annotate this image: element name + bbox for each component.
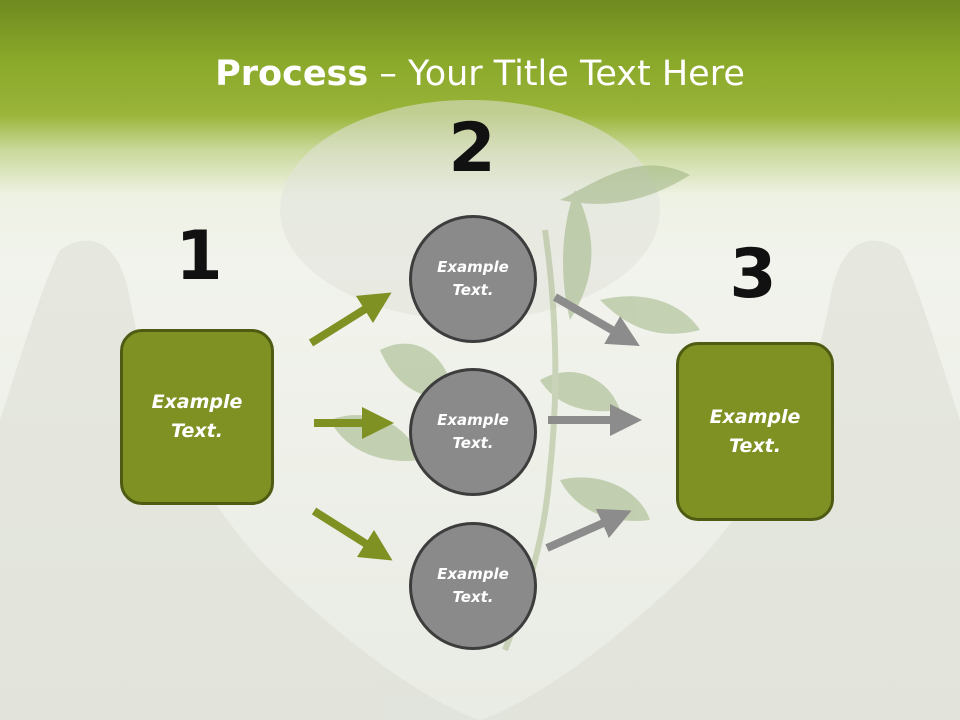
arrow-right-down-green (311, 507, 393, 561)
arrow-right-down-gray (552, 293, 640, 347)
step-2-circle-bottom: Example Text. (409, 522, 537, 650)
step-number-1: 1 (175, 217, 223, 296)
slide-title: Process – Your Title Text Here (0, 52, 960, 96)
step-2-circle-middle: Example Text. (409, 368, 537, 496)
title-rest-part: – Your Title Text Here (368, 54, 745, 94)
step-3-box: Example Text. (676, 342, 834, 521)
arrow-right-up-green (308, 292, 392, 347)
step-1-box: Example Text. (120, 329, 274, 505)
step-2-circle-top: Example Text. (409, 215, 537, 343)
arrow-right-up-gray (545, 508, 632, 552)
step-number-2: 2 (448, 109, 496, 188)
step-number-3: 3 (729, 235, 777, 314)
title-bold-part: Process (215, 54, 369, 94)
